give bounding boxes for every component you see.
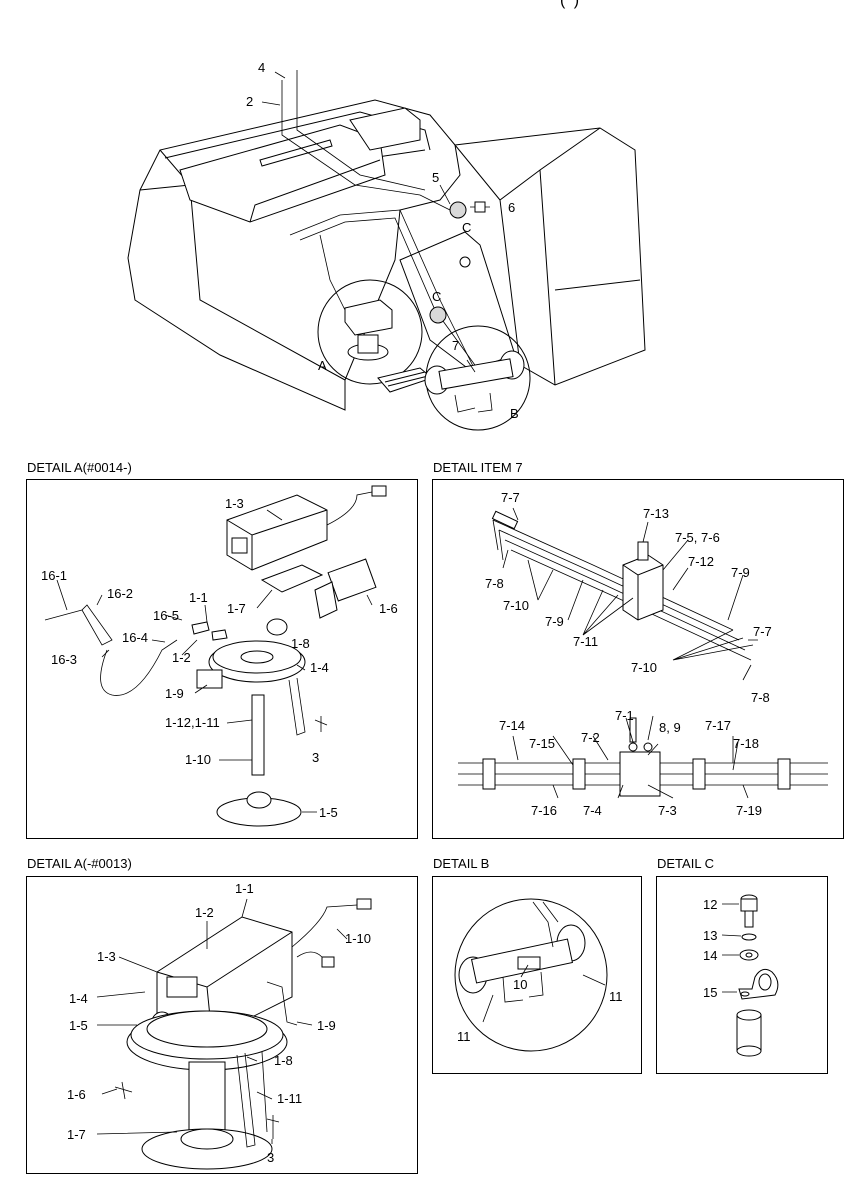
detail-b-drawing: 10 11 11: [454, 898, 623, 1052]
callout-1-12-1-11: 1-12,1-11: [165, 715, 220, 730]
callout-1-5: 1-5: [69, 1018, 88, 1033]
callout-1-9: 1-9: [317, 1018, 336, 1033]
detail-a-old-panel: 1-1 1-2 1-10 1-3 1-4 1-5 1-9 1-8 1-6 1-1…: [26, 876, 418, 1174]
callout-1-6: 1-6: [67, 1087, 86, 1102]
callout-8-9: 8, 9: [659, 720, 681, 735]
callout-1-10: 1-10: [345, 931, 371, 946]
callout-7-10-left: 7-10: [503, 598, 529, 613]
callout-7-11: 7-11: [573, 634, 598, 649]
callout-7-1: 7-1: [615, 708, 634, 723]
callout-1-8: 1-8: [274, 1053, 293, 1068]
callout-16-5: 16-5: [153, 608, 179, 623]
callout-1-4: 1-4: [310, 660, 329, 675]
detail-c-panel: 12 13 14 15: [656, 876, 828, 1074]
callout-7-19: 7-19: [736, 803, 762, 818]
callout-11-left: 11: [457, 1029, 471, 1044]
callout-7-9-right: 7-9: [731, 565, 750, 580]
detail-a-old-title: DETAIL A(-#0013): [27, 856, 132, 871]
callout-a: A: [318, 358, 327, 373]
callout-1-9: 1-9: [165, 686, 184, 701]
callout-10: 10: [513, 977, 527, 992]
callout-11-right: 11: [609, 989, 623, 1004]
callout-7-10-right: 7-10: [631, 660, 657, 675]
callout-16-3: 16-3: [51, 652, 77, 667]
callout-6: 6: [508, 200, 515, 215]
callout-4: 4: [258, 60, 265, 75]
callout-1-8: 1-8: [291, 636, 310, 651]
detail-a-new-title: DETAIL A(#0014-): [27, 460, 132, 475]
main-machine-drawing: 4 2 5 6 C C 7 A B: [127, 60, 646, 431]
callout-7-17: 7-17: [705, 718, 731, 733]
detail-a-new-panel: 1-3 16-1 16-2 1-1 16-5 1-7 1-6 16-4 1-2 …: [26, 479, 418, 839]
callout-7-3: 7-3: [658, 803, 677, 818]
callout-7-18: 7-18: [733, 736, 759, 751]
callout-1-4: 1-4: [69, 991, 88, 1006]
callout-7-4: 7-4: [583, 803, 602, 818]
callout-2: 2: [246, 94, 253, 109]
callout-7-16: 7-16: [531, 803, 557, 818]
callout-1-2: 1-2: [195, 905, 214, 920]
callout-16-4: 16-4: [122, 630, 148, 645]
callout-1-1: 1-1: [189, 590, 208, 605]
callout-1-2: 1-2: [172, 650, 191, 665]
callout-c-upper: C: [462, 220, 471, 235]
callout-7-15: 7-15: [529, 736, 555, 751]
detail-item7-drawing: 7-7 7-13 7-5, 7-6 7-12 7-9 7-8 7-10 7-9 …: [458, 490, 828, 818]
callout-7-12: 7-12: [688, 554, 714, 569]
top-header: ( ): [560, 0, 582, 9]
detail-b-title: DETAIL B: [433, 856, 490, 871]
callout-5: 5: [432, 170, 439, 185]
callout-12: 12: [703, 897, 717, 912]
detail-item7-panel: 7-7 7-13 7-5, 7-6 7-12 7-9 7-8 7-10 7-9 …: [432, 479, 844, 839]
callout-7-2: 7-2: [581, 730, 600, 745]
callout-1-6: 1-6: [379, 601, 398, 616]
callout-16-2: 16-2: [107, 586, 133, 601]
callout-1-10: 1-10: [185, 752, 211, 767]
callout-1-1: 1-1: [235, 881, 254, 896]
callout-7-13: 7-13: [643, 506, 669, 521]
callout-1-11: 1-11: [277, 1091, 302, 1106]
callout-7-7-top: 7-7: [501, 490, 520, 505]
callout-1-3: 1-3: [97, 949, 116, 964]
callout-b: B: [510, 406, 519, 421]
callout-7-5-7-6: 7-5, 7-6: [675, 530, 720, 545]
callout-7-8-left: 7-8: [485, 576, 504, 591]
detail-item7-title: DETAIL ITEM 7: [433, 460, 523, 475]
callout-7-8-right: 7-8: [751, 690, 770, 705]
callout-14: 14: [703, 948, 717, 963]
detail-a-new-drawing: 1-3 16-1 16-2 1-1 16-5 1-7 1-6 16-4 1-2 …: [41, 485, 398, 827]
callout-13: 13: [703, 928, 717, 943]
callout-1-7: 1-7: [227, 601, 246, 616]
callout-7-7-right: 7-7: [753, 624, 772, 639]
detail-c-drawing: 12 13 14 15: [703, 894, 779, 1057]
detail-a-old-drawing: 1-1 1-2 1-10 1-3 1-4 1-5 1-9 1-8 1-6 1-1…: [67, 881, 372, 1170]
callout-1-7: 1-7: [67, 1127, 86, 1142]
callout-1-5: 1-5: [319, 805, 338, 820]
callout-15: 15: [703, 985, 717, 1000]
detail-c-title: DETAIL C: [657, 856, 715, 871]
callout-16-1: 16-1: [41, 568, 67, 583]
callout-7: 7: [452, 338, 459, 353]
callout-3: 3: [312, 750, 319, 765]
callout-c-lower: C: [432, 289, 441, 304]
callout-7-14: 7-14: [499, 718, 525, 733]
detail-b-panel: 10 11 11: [432, 876, 642, 1074]
callout-7-9-left: 7-9: [545, 614, 564, 629]
callout-1-3: 1-3: [225, 496, 244, 511]
callout-3: 3: [267, 1150, 274, 1165]
